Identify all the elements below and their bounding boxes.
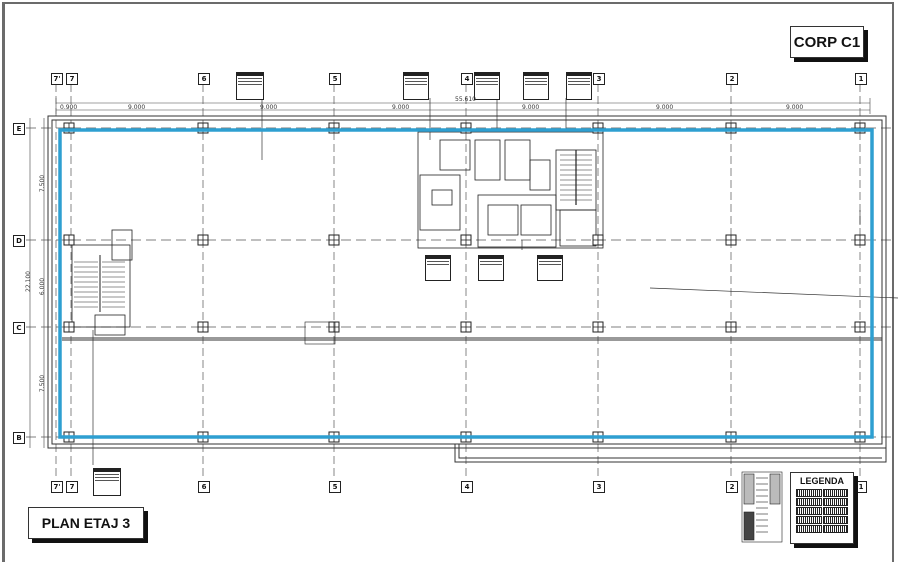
room-tag <box>425 255 451 281</box>
room-tag <box>93 468 121 496</box>
axis-tag-bottom: 7' <box>51 481 63 493</box>
dimension-segment: 9.000 <box>260 104 278 111</box>
room-tag <box>478 255 504 281</box>
axis-tag-top: 3 <box>593 73 605 85</box>
axis-tag-bottom: 6 <box>198 481 210 493</box>
room-tag <box>566 72 592 100</box>
axis-tag-bottom: 2 <box>726 481 738 493</box>
axis-tag-top: 7' <box>51 73 63 85</box>
dimension-segment: 6.000 <box>39 277 47 296</box>
dimension-segment: 7.500 <box>39 174 47 193</box>
room-tag <box>236 72 264 100</box>
legend-box: LEGENDA <box>790 472 854 544</box>
axis-tag-left: B <box>13 432 25 444</box>
axis-tag-bottom: 3 <box>593 481 605 493</box>
floor-label: PLAN ETAJ 3 <box>28 507 144 539</box>
axis-tag-top: 4 <box>461 73 473 85</box>
legend-title: LEGENDA <box>799 476 844 486</box>
room-tag <box>523 72 549 100</box>
axis-tag-top: 6 <box>198 73 210 85</box>
axis-tag-left: E <box>13 123 25 135</box>
room-tag <box>403 72 429 100</box>
dimension-overall-height: 22.100 <box>25 271 32 292</box>
axis-tag-top: 2 <box>726 73 738 85</box>
dimension-segment: 9.000 <box>656 104 674 111</box>
room-tag <box>474 72 500 100</box>
legend-table <box>796 489 848 533</box>
axis-tag-top: 1 <box>855 73 867 85</box>
highlighted-floor-area <box>58 128 874 439</box>
axis-tag-left: D <box>13 235 25 247</box>
dimension-segment: 0.900 <box>60 104 78 111</box>
dimension-segment: 9.000 <box>786 104 804 111</box>
dimension-segment: 9.000 <box>392 104 410 111</box>
dimension-segment: 9.000 <box>522 104 540 111</box>
axis-tag-bottom: 5 <box>329 481 341 493</box>
axis-tag-top: 5 <box>329 73 341 85</box>
dimension-segment: 9.000 <box>128 104 146 111</box>
room-tag <box>537 255 563 281</box>
dimension-segment: 7.500 <box>39 374 47 393</box>
axis-tag-top: 7 <box>66 73 78 85</box>
axis-tag-bottom: 7 <box>66 481 78 493</box>
axis-tag-bottom: 1 <box>855 481 867 493</box>
dimension-overall-width: 55.610 <box>455 96 476 103</box>
axis-tag-bottom: 4 <box>461 481 473 493</box>
building-label: CORP C1 <box>790 26 864 58</box>
axis-tag-left: C <box>13 322 25 334</box>
